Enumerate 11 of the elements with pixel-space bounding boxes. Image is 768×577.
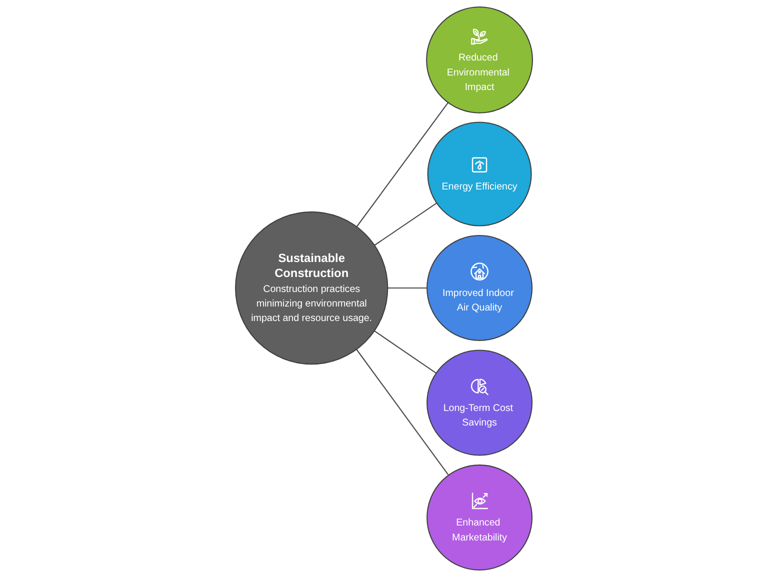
node-circle: Reduced Environmental Impact <box>426 6 533 114</box>
node-circle: Enhanced Marketability <box>426 464 533 571</box>
connector <box>374 330 437 374</box>
node-circle: Energy Efficiency <box>427 122 532 226</box>
connector <box>374 202 438 246</box>
node-circle: Improved Indoor Air Quality <box>426 234 533 341</box>
connector <box>356 102 449 228</box>
connector <box>356 349 449 476</box>
node-circle: Long-Term Cost Savings <box>426 350 533 456</box>
connector <box>388 287 428 289</box>
node-circle: Sustainable Construction Construction practices minimizing environmental impact and resource usage. <box>235 211 388 365</box>
